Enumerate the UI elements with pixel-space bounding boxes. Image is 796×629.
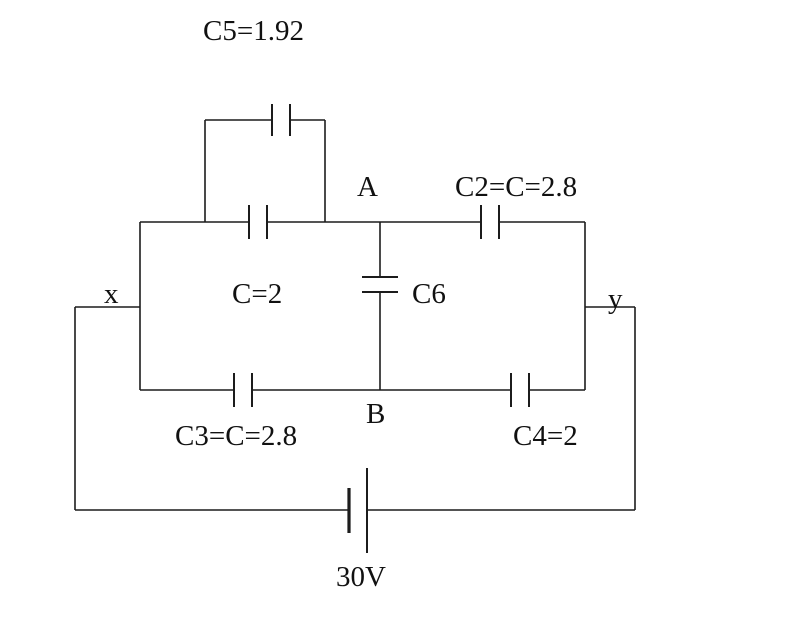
battery-voltage-label: 30V — [336, 561, 386, 593]
terminal-x-label: x — [104, 278, 119, 310]
c-label: C=2 — [232, 278, 282, 310]
c5-branch — [204, 104, 326, 222]
outer-loop — [74, 306, 636, 553]
bottom-wire — [140, 373, 585, 407]
c5-label: C5=1.92 — [203, 15, 304, 47]
node-b-label: B — [366, 398, 385, 430]
node-a-label: A — [357, 171, 378, 203]
c6-label: C6 — [412, 278, 446, 310]
c3-label: C3=C=2.8 — [175, 420, 297, 452]
c2-label: C2=C=2.8 — [455, 171, 577, 203]
c4-label: C4=2 — [513, 420, 578, 452]
c6-branch — [362, 222, 398, 390]
terminal-y-label: y — [608, 283, 623, 315]
top-wire — [140, 205, 585, 239]
